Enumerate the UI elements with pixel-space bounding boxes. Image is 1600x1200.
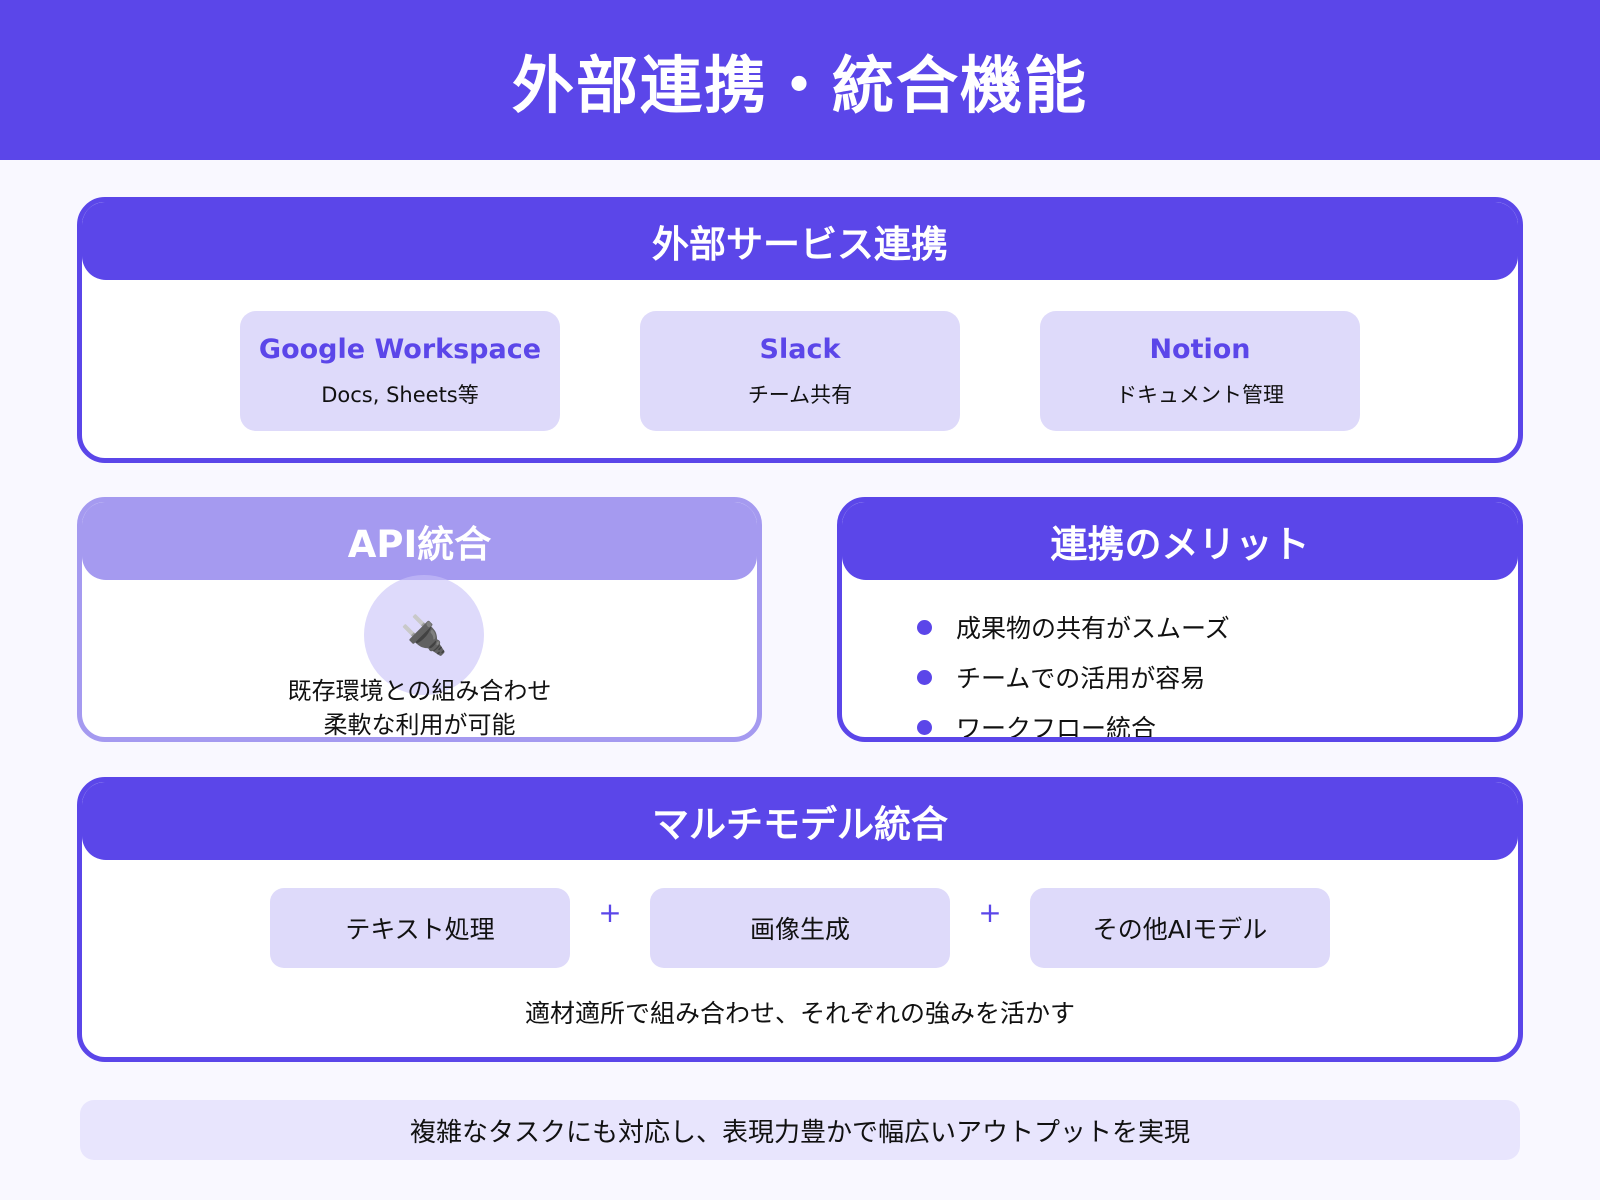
plus-icon: + [598,896,622,929]
bullet-icon [917,619,932,635]
merits-title: 連携のメリット [842,502,1518,580]
api-description: 既存環境との組み合わせ 柔軟な利用が可能 [82,674,757,739]
multi-model-note: 適材適所で組み合わせ、それぞれの強みを活かす [524,999,1075,1028]
service-card-google-workspace[interactable]: Google Workspace Docs, Sheets等 [240,311,560,431]
external-services-panel: 外部サービス連携 Google Workspace Docs, Sheets等 … [77,197,1523,463]
model-card-image[interactable]: 画像生成 [650,888,950,968]
merits-panel: 連携のメリット 成果物の共有がスムーズ チームでの活用が容易 ワークフロー統合 [837,497,1523,742]
api-line-2: 柔軟な利用が可能 [323,711,516,739]
service-name: Google Workspace [258,333,542,365]
service-desc: チーム共有 [747,382,853,407]
merit-text: 成果物の共有がスムーズ [956,614,1230,643]
api-integration-title: API統合 [82,502,757,580]
merit-item: ワークフロー統合 [917,702,1230,742]
api-line-1: 既存環境との組み合わせ [287,677,552,705]
footer-text: 複雑なタスクにも対応し、表現力豊かで幅広いアウトプットを実現 [409,1117,1190,1148]
bullet-icon [917,719,932,735]
merit-item: 成果物の共有がスムーズ [917,602,1230,652]
service-card-slack[interactable]: Slack チーム共有 [640,311,960,431]
merit-list: 成果物の共有がスムーズ チームでの活用が容易 ワークフロー統合 [917,602,1230,742]
merit-item: チームでの活用が容易 [917,652,1230,702]
model-card-other-ai[interactable]: その他AIモデル [1030,888,1330,968]
service-name: Slack [759,333,841,365]
api-integration-panel: API統合 🔌 既存環境との組み合わせ 柔軟な利用が可能 [77,497,762,742]
service-desc: ドキュメント管理 [1116,382,1284,407]
page-title: 外部連携・統合機能 [511,49,1088,122]
api-icon-circle: 🔌 [364,575,484,695]
footer-summary: 複雑なタスクにも対応し、表現力豊かで幅広いアウトプットを実現 [80,1100,1520,1160]
external-services-title: 外部サービス連携 [82,202,1518,280]
page-header: 外部連携・統合機能 [0,0,1600,160]
bullet-icon [917,669,932,685]
service-name: Notion [1149,333,1251,365]
model-list: テキスト処理 + 画像生成 + その他AIモデル [82,888,1518,968]
multi-model-title: マルチモデル統合 [82,782,1518,860]
merit-text: チームでの活用が容易 [956,664,1206,693]
model-card-text[interactable]: テキスト処理 [270,888,570,968]
electric-plug-icon: 🔌 [400,612,448,657]
multi-model-panel: マルチモデル統合 テキスト処理 + 画像生成 + その他AIモデル 適材適所で組… [77,777,1523,1062]
service-desc: Docs, Sheets等 [321,382,479,407]
plus-icon: + [978,896,1002,929]
service-list: Google Workspace Docs, Sheets等 Slack チーム… [82,311,1518,431]
service-card-notion[interactable]: Notion ドキュメント管理 [1040,311,1360,431]
merit-text: ワークフロー統合 [956,714,1157,742]
